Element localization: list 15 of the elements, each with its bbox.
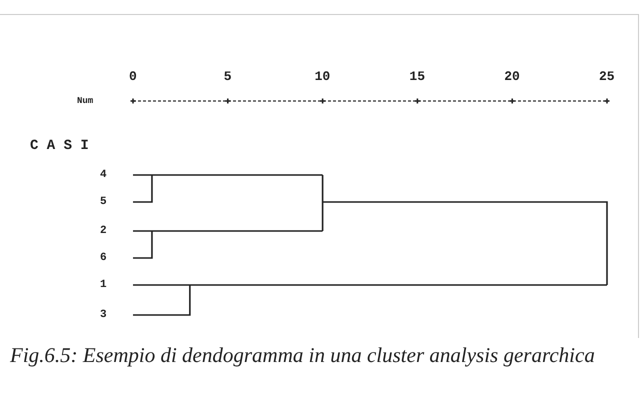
- figure-caption: Fig.6.5: Esempio di dendogramma in una cluster analysis gerarchica: [10, 342, 596, 368]
- case-label: 4: [100, 170, 107, 180]
- case-label: 6: [100, 252, 107, 264]
- axis-tick-label: 25: [599, 70, 615, 82]
- axis-tick-label: 5: [224, 70, 232, 82]
- axis-tick-label: 0: [129, 70, 137, 82]
- axis-tick-label: 10: [314, 70, 330, 82]
- case-label: 5: [100, 196, 107, 208]
- case-label: 1: [100, 280, 107, 290]
- cases-heading: C A S I: [30, 139, 89, 153]
- axis-title: Num: [77, 96, 94, 106]
- axis-tick-label: 15: [409, 70, 425, 82]
- axis-tick-label: 20: [504, 70, 520, 82]
- case-label: 2: [100, 226, 107, 236]
- case-label: 3: [100, 310, 107, 320]
